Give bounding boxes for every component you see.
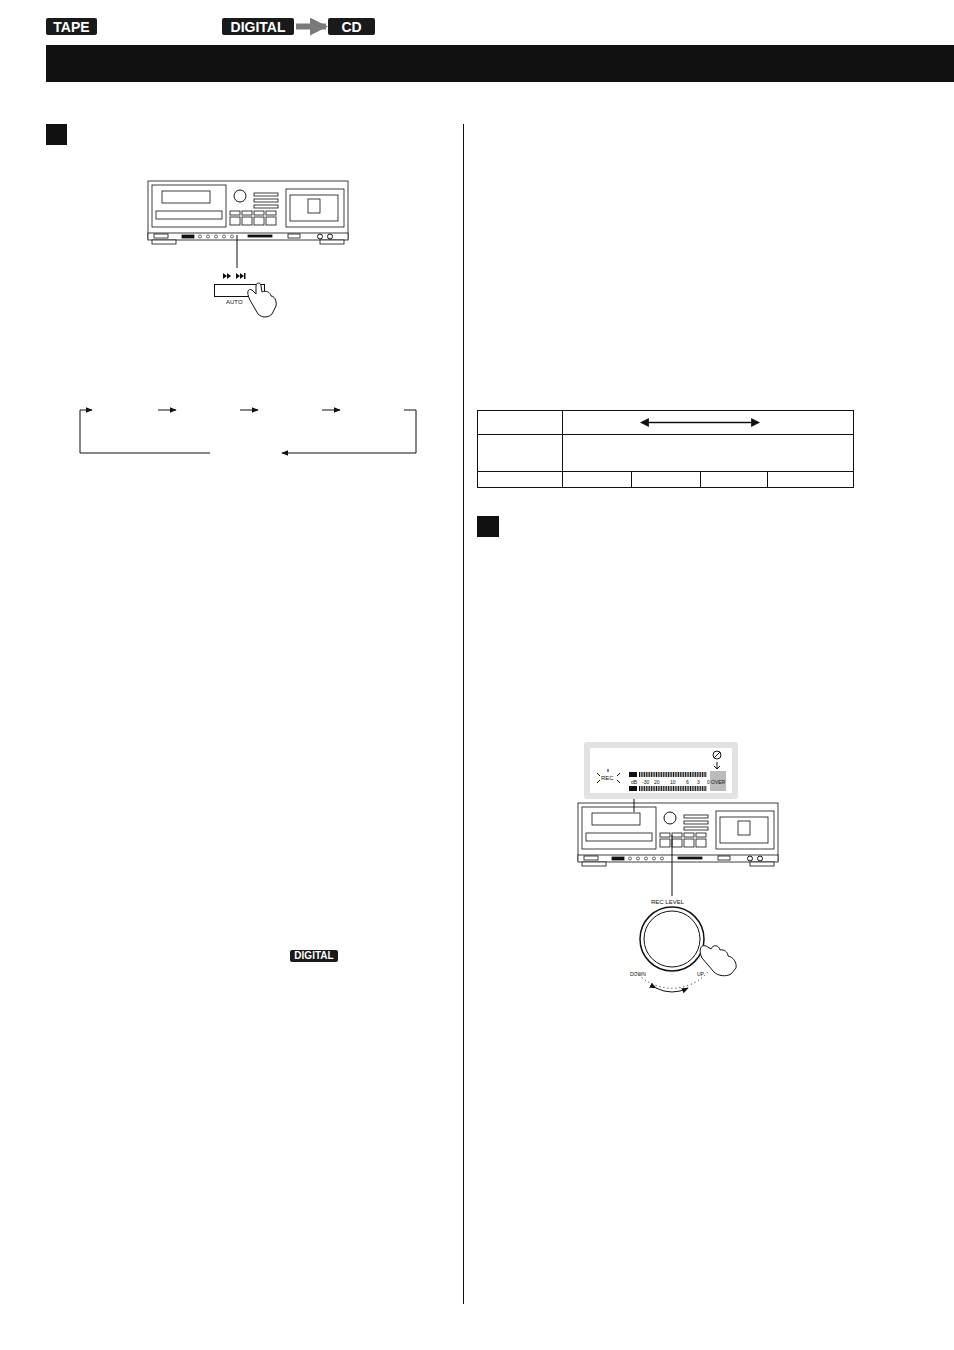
rec-level-knob (636, 835, 736, 992)
cassette-deck (148, 181, 348, 244)
part-label: dB (631, 780, 637, 785)
display-panel (584, 742, 738, 812)
part-label: AUTO (226, 299, 243, 305)
part-label: 0 (707, 780, 710, 785)
flow-arrow (296, 24, 326, 30)
cycle-flow (80, 410, 416, 453)
badge-label: CD (328, 18, 375, 35)
part-label: 10 (670, 780, 676, 785)
badge-text: DIGITAL (294, 951, 333, 961)
badge-label: DIGITAL (222, 18, 294, 35)
cassette-deck (578, 803, 778, 866)
empty-table (477, 410, 854, 488)
part-label: DOWN (630, 972, 646, 977)
step-marker (46, 124, 67, 145)
title-bar (46, 45, 954, 82)
part-label: 20 (654, 780, 660, 785)
part-label: -30 (642, 780, 649, 785)
auto-button (215, 235, 277, 317)
column-divider (463, 124, 464, 1304)
step-marker (477, 516, 499, 537)
badge-text: DIGITAL (231, 20, 286, 34)
part-label: 3 (697, 780, 700, 785)
part-label: OVER (711, 780, 725, 785)
part-label: REC (601, 775, 614, 781)
badge-label: DIGITAL (290, 950, 338, 962)
part-label: 6 (686, 780, 689, 785)
part-label: REC LEVEL (651, 899, 684, 905)
badge-label: TAPE (46, 18, 97, 35)
badge-text: CD (341, 20, 361, 34)
part-label: UP (697, 972, 704, 977)
badge-text: TAPE (53, 20, 89, 34)
